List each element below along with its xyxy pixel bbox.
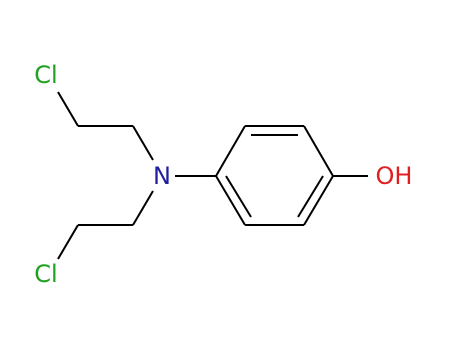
ring-bond-1 xyxy=(215,125,246,177)
ring-double-bond-right xyxy=(297,175,324,218)
ring-double-bond-left xyxy=(225,175,252,218)
bond-n-c-bottom xyxy=(132,190,154,226)
nitrogen-label: N xyxy=(153,162,171,190)
lower-chloroethyl-chain xyxy=(57,190,154,260)
bond-c-cl-bottom xyxy=(57,224,79,260)
upper-chloroethyl-chain xyxy=(57,91,154,161)
benzene-ring xyxy=(215,125,334,226)
chlorine-label-bottom: Cl xyxy=(34,260,57,288)
ring-bond-4 xyxy=(303,175,334,226)
ring-bond-3 xyxy=(303,125,334,177)
bond-cl-c-top xyxy=(57,91,79,127)
ring-bond-6 xyxy=(215,175,246,226)
hydroxyl-label: OH xyxy=(376,162,413,190)
chlorine-label-top: Cl xyxy=(34,61,57,89)
bond-c-n-top xyxy=(132,125,154,161)
